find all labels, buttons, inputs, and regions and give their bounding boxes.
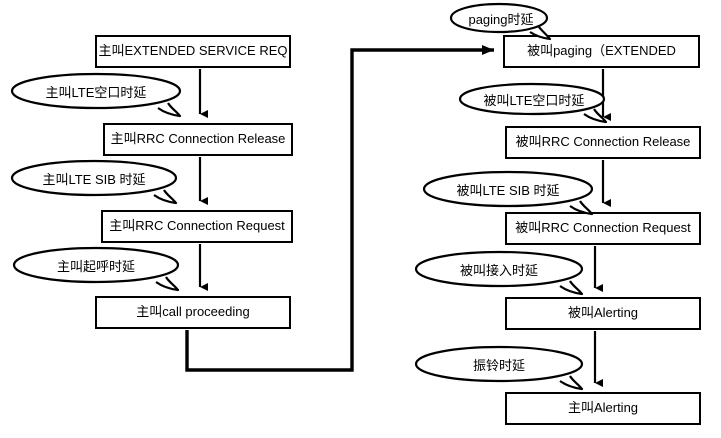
- node-callee-rrc-connection-request[interactable]: 被叫RRC Connection Request: [505, 212, 701, 245]
- callout-caller-origination-delay[interactable]: 主叫起呼时延: [10, 246, 182, 296]
- node-callee-alerting[interactable]: 被叫Alerting: [505, 297, 701, 330]
- node-label: 主叫RRC Connection Release: [110, 131, 286, 147]
- callout-caller-lte-sib-delay[interactable]: 主叫LTE SIB 时延: [8, 159, 180, 209]
- node-caller-rrc-connection-request[interactable]: 主叫RRC Connection Request: [101, 210, 293, 243]
- callout-paging-delay[interactable]: paging时延: [447, 2, 555, 44]
- node-label: 主叫call proceeding: [136, 304, 250, 320]
- node-callee-rrc-connection-release[interactable]: 被叫RRC Connection Release: [505, 126, 701, 159]
- callout-callee-access-delay[interactable]: 被叫接入时延: [412, 250, 586, 300]
- node-label: 被叫RRC Connection Release: [515, 134, 691, 150]
- node-caller-alerting[interactable]: 主叫Alerting: [505, 392, 701, 425]
- node-label: 被叫paging（EXTENDED: [527, 43, 676, 59]
- node-caller-rrc-connection-release[interactable]: 主叫RRC Connection Release: [103, 123, 293, 156]
- callout-callee-lte-air-interface-delay[interactable]: 被叫LTE空口时延: [456, 82, 612, 128]
- node-label: 主叫EXTENDED SERVICE REQ: [98, 43, 288, 59]
- node-label: 被叫RRC Connection Request: [515, 220, 691, 236]
- edge-cross-column: [185, 45, 494, 372]
- callout-caller-lte-air-interface-delay[interactable]: 主叫LTE空口时延: [8, 72, 184, 122]
- callout-callee-lte-sib-delay[interactable]: 被叫LTE SIB 时延: [420, 170, 596, 220]
- node-label: 主叫RRC Connection Request: [109, 218, 285, 234]
- node-caller-extended-service-req[interactable]: 主叫EXTENDED SERVICE REQ: [95, 35, 291, 68]
- node-caller-call-proceeding[interactable]: 主叫call proceeding: [95, 296, 291, 329]
- node-callee-paging-extended[interactable]: 被叫paging（EXTENDED: [503, 35, 700, 68]
- node-label: 主叫Alerting: [567, 400, 639, 416]
- node-label: 被叫Alerting: [567, 305, 639, 321]
- callout-ringing-delay[interactable]: 振铃时延: [412, 345, 586, 395]
